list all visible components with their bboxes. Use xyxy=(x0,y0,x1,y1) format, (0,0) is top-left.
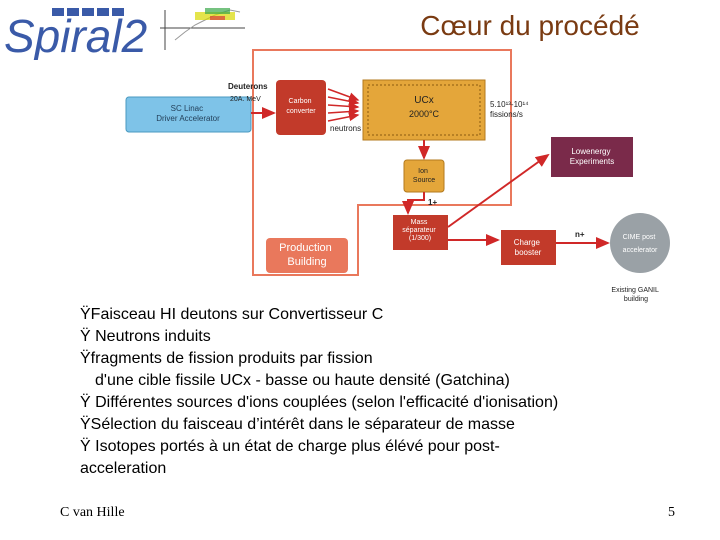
ion-source-line-1: Ion xyxy=(418,168,428,175)
existing-ganil-label: Existing GANIL building xyxy=(611,287,660,303)
bullet-marker-icon: Ÿ xyxy=(80,306,91,323)
source-to-separator-arrow xyxy=(402,192,425,215)
bullet-item: d'une cible fissile UCx - basse ou haute… xyxy=(80,370,680,392)
bullet-marker-icon: Ÿ xyxy=(80,438,91,455)
separator-to-lowenergy-arrow xyxy=(447,153,550,228)
low-energy-label: Lowenergy Experiments xyxy=(570,147,614,166)
ucx-name: UCx xyxy=(414,95,433,106)
existing-line-2: building xyxy=(624,296,648,303)
bullet-marker-icon: Ÿ xyxy=(80,350,91,367)
bullet-text: d'une cible fissile UCx - basse ou haute… xyxy=(95,372,510,389)
bullet-text: Faisceau HI deutons sur Convertisseur C xyxy=(90,306,384,323)
footer-author: C van Hille xyxy=(60,505,125,520)
energy-label: 20A. MeV xyxy=(230,96,261,103)
charge-nplus-label: n+ xyxy=(575,230,585,239)
production-line-2: Building xyxy=(287,256,326,268)
mass-separator-line-1: Mass xyxy=(411,219,428,226)
bullet-text: Neutrons induits xyxy=(90,328,211,345)
driver-line-1: SC Linac xyxy=(171,104,203,113)
logo-squares xyxy=(52,8,124,16)
bullet-text: fragments de fission produits par fissio… xyxy=(90,350,373,367)
bullet-item: Ÿ Isotopes portés à un état de charge pl… xyxy=(80,436,680,458)
page-title: Cœur du procédé xyxy=(420,10,640,41)
bullet-list: ŸFaisceau HI deutons sur Convertisseur C… xyxy=(80,304,680,480)
driver-accelerator-box xyxy=(125,96,252,133)
logo-chart-icon xyxy=(160,8,245,50)
charge-booster-line-2: booster xyxy=(515,248,542,257)
production-line-1: Production xyxy=(279,242,332,254)
ion-source-label: Ion Source xyxy=(413,168,435,184)
charge-booster-box xyxy=(501,230,556,265)
ion-source-line-2: Source xyxy=(413,177,435,184)
fission-rate-label: 5.10¹³-10¹⁴ fissions/s xyxy=(490,100,531,119)
bullet-item: Ÿ Différentes sources d'ions couplées (s… xyxy=(80,392,680,414)
charge-booster-label: Charge booster xyxy=(514,238,542,257)
process-diagram: SC Linac Driver Accelerator Deuterons 20… xyxy=(125,49,670,303)
bullet-item: ŸFaisceau HI deutons sur Convertisseur C xyxy=(80,304,680,326)
charge-1plus-label: 1+ xyxy=(428,198,437,207)
converter-line-1: Carbon xyxy=(289,98,312,105)
bullet-text: Isotopes portés à un état de charge plus… xyxy=(90,438,500,455)
converter-label: Carbon converter xyxy=(286,98,316,115)
bullet-text: Différentes sources d'ions couplées (sel… xyxy=(90,394,559,411)
neutron-arrows xyxy=(327,88,360,122)
low-energy-line-1: Lowenergy xyxy=(571,147,610,156)
bullet-marker-icon: Ÿ xyxy=(80,394,91,411)
neutrons-label: neutrons xyxy=(330,124,361,133)
low-energy-box xyxy=(551,137,633,177)
fission-rate-line-1: 5.10¹³-10¹⁴ xyxy=(490,100,529,109)
charge-booster-line-1: Charge xyxy=(514,238,541,247)
spiral2-logo: Spiral2 xyxy=(4,8,245,60)
logo-text: Spiral2 xyxy=(4,10,147,60)
mass-separator-line-2: séparateur xyxy=(402,227,436,234)
fission-rate-line-2: fissions/s xyxy=(490,110,523,119)
ucx-temp: 2000°C xyxy=(409,109,440,119)
mass-separator-box xyxy=(393,215,448,250)
low-energy-line-2: Experiments xyxy=(570,157,614,166)
deuterons-label: Deuterons xyxy=(228,82,268,91)
cime-line-2: accelerator xyxy=(623,247,658,254)
bullet-text: acceleration xyxy=(80,460,167,477)
bullet-item: Ÿ Neutrons induits xyxy=(80,326,680,348)
bullet-marker-icon: Ÿ xyxy=(80,328,91,345)
driver-label: SC Linac Driver Accelerator xyxy=(156,104,220,123)
bullet-marker-icon: Ÿ xyxy=(80,416,91,433)
production-building-label: Production Building xyxy=(279,242,335,268)
mass-separator-label: Mass séparateur (1/300) xyxy=(402,219,437,242)
bullet-item: acceleration xyxy=(80,458,680,480)
bullet-item: ŸSélection du faisceau d’intérêt dans le… xyxy=(80,414,680,436)
cime-circle xyxy=(610,213,670,273)
ion-source-box xyxy=(403,159,445,193)
cime-line-1: CIME post xyxy=(623,234,656,241)
ucx-inner xyxy=(367,84,481,136)
mass-separator-line-3: (1/300) xyxy=(409,235,431,242)
bullet-text: Sélection du faisceau d’intérêt dans le … xyxy=(90,416,515,433)
converter-line-2: converter xyxy=(286,108,316,115)
production-building-box xyxy=(266,238,348,273)
driver-line-2: Driver Accelerator xyxy=(156,114,220,123)
cime-label: CIME post accelerator xyxy=(623,234,658,254)
production-building-frame xyxy=(252,49,512,276)
bullet-item: Ÿfragments de fission produits par fissi… xyxy=(80,348,680,370)
carbon-converter-box xyxy=(276,80,326,135)
page-number: 5 xyxy=(668,505,675,520)
existing-line-1: Existing GANIL xyxy=(611,287,659,294)
